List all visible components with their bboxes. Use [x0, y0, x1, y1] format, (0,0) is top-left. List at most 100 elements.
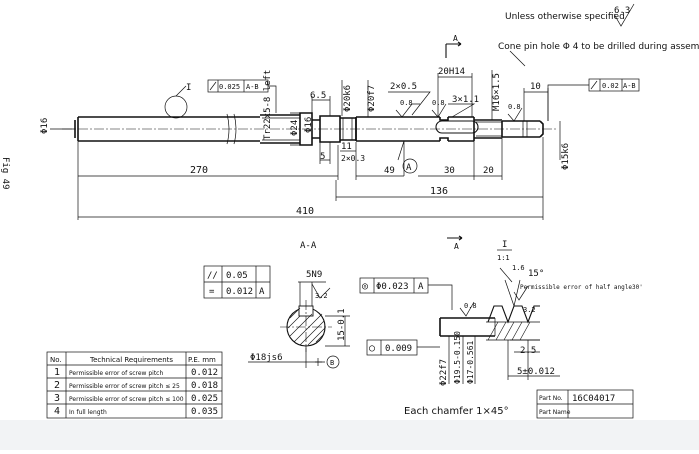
svg-text:5N9: 5N9 [306, 270, 322, 280]
dim-key-width: 20H14 [437, 67, 473, 117]
svg-text:270: 270 [190, 165, 208, 176]
dim-thread: Tr22x5-8 left [263, 70, 273, 140]
roughness-mark-2: 0.8 [431, 99, 447, 118]
svg-text:15-0.1: 15-0.1 [337, 308, 347, 341]
dim-d19-5: Φ19.5-0.150 [453, 331, 462, 384]
detail-i-title: I 1:1 [497, 240, 512, 262]
dim-6-5: 6.5 [310, 91, 331, 116]
datum-a: A [397, 140, 418, 176]
svg-text:1:1: 1:1 [497, 254, 510, 262]
svg-text:2×0.5: 2×0.5 [390, 82, 417, 92]
dim-chamfer: 2×0.5 [388, 82, 431, 116]
svg-text:Φ18js6: Φ18js6 [250, 353, 283, 363]
dim-m16: M16×1.5 [492, 73, 502, 111]
dim-20: 20 [474, 137, 503, 180]
part-no-value: 16C04017 [572, 394, 615, 404]
dim-410: 410 [78, 206, 543, 218]
table-row-no: 3 [54, 393, 60, 404]
svg-text:0.8: 0.8 [508, 103, 521, 111]
datum-b: B [315, 355, 340, 369]
svg-text:○: ○ [369, 343, 375, 354]
pin-note-leader [509, 50, 526, 67]
figure-label: Fig 49 [0, 157, 10, 190]
table-row-req: Permissible error of screw pitch [69, 370, 163, 377]
svg-text:0.012: 0.012 [226, 287, 253, 297]
table-header-no: No. [50, 356, 62, 364]
dim-d20k6: Φ20k6 [343, 85, 353, 112]
section-aa-circle [280, 300, 332, 352]
svg-text:0.02: 0.02 [602, 82, 619, 90]
section-aa-diameter: Φ18js6 [248, 346, 322, 368]
requirements-table: No. Technical Requirements P.E. mm 1 Per… [46, 351, 223, 419]
svg-text:0.8: 0.8 [400, 99, 413, 107]
table-row-req: In full length [69, 409, 107, 416]
svg-text:3.2: 3.2 [315, 292, 328, 300]
shaft-outline [62, 112, 558, 146]
dim-d15k6: Φ15k6 [561, 143, 571, 170]
table-row-req: Permissible error of screw pitch ≤ 25 [69, 383, 180, 390]
svg-text:3.2: 3.2 [523, 306, 536, 314]
svg-text:30: 30 [444, 166, 455, 176]
section-marker-top: A [445, 34, 462, 58]
dim-d20f7: Φ20f7 [367, 85, 377, 112]
dim-d16-left: Φ16 [40, 118, 50, 134]
section-aa-tolerance-frame: // 0.05 = 0.012 A [203, 265, 271, 299]
svg-text:0.05: 0.05 [226, 271, 248, 281]
view-a-marker: A [447, 235, 463, 251]
roughness-symbol-general: 6.3 [613, 3, 635, 27]
runout-frame-left: 0.025 A-B [207, 79, 277, 113]
viewer-bottom-strip [0, 420, 699, 450]
table-row-pe: 0.018 [191, 381, 218, 391]
svg-text:0.8: 0.8 [464, 302, 477, 310]
svg-text:15°: 15° [528, 269, 544, 279]
detail-callout-i: I [164, 83, 191, 119]
svg-text:◎: ◎ [362, 281, 368, 292]
view-a-worm-profile: 0.8 [439, 301, 496, 384]
dim-groove: 3×1.1 [448, 95, 479, 118]
roughness-mark-1: 0.8 [395, 99, 420, 118]
dim-d17: Φ17-0.561 [466, 340, 475, 384]
svg-text:5: 5 [320, 152, 325, 162]
table-row-pe: 0.012 [191, 368, 218, 378]
dim-30: 30 [418, 141, 475, 180]
part-name-label: Part Name [539, 409, 571, 416]
roughness-mark-3: 0.8 [507, 103, 523, 122]
svg-text:5±0.012: 5±0.012 [517, 367, 555, 377]
svg-text:410: 410 [296, 206, 314, 217]
svg-text:1.6: 1.6 [512, 264, 525, 272]
roughness-note: Unless otherwise specified [505, 12, 625, 22]
dim-136: 136 [335, 137, 544, 220]
table-header-req: Technical Requirements [89, 356, 173, 364]
svg-text:A-B: A-B [623, 82, 636, 90]
dim-11: 11 [340, 142, 356, 152]
svg-text:Permissible error of half angl: Permissible error of half angle30' [520, 284, 643, 291]
section-aa-title: A-A [300, 241, 317, 251]
detail-i-pitch-dim: 5±0.012 [507, 340, 560, 380]
svg-text:=: = [209, 287, 215, 297]
table-row-no: 2 [54, 380, 60, 391]
table-row-no: 1 [54, 367, 60, 378]
svg-text:10: 10 [530, 82, 541, 92]
svg-text:3×1.1: 3×1.1 [452, 95, 479, 105]
svg-text:A: A [453, 34, 458, 43]
dim-d24: Φ24 [290, 120, 300, 136]
chamfer-note: Each chamfer 1×45° [404, 406, 509, 417]
pin-hole-note: Cone pin hole Φ 4 to be drilled during a… [498, 42, 699, 52]
svg-text:20: 20 [483, 166, 494, 176]
svg-text:A: A [454, 242, 459, 251]
detail-i-depth-dim: 2.5 [510, 339, 540, 356]
view-a-roundness-frame: ○ 0.009 [366, 339, 440, 356]
svg-text:11: 11 [341, 142, 352, 152]
dim-10: 10 [523, 82, 549, 121]
svg-text:2×0.3: 2×0.3 [341, 154, 365, 163]
svg-text:I: I [502, 240, 507, 250]
svg-text:136: 136 [430, 186, 448, 197]
view-a-concentricity-frame: ◎ Φ0.023 A [359, 277, 453, 310]
svg-text:Φ0.023: Φ0.023 [376, 282, 409, 292]
dim-d16-inner: Φ16 [304, 117, 314, 133]
table-row-req: Permissible error of screw pitch ≤ 100 [69, 396, 184, 403]
svg-text:A: A [259, 287, 265, 297]
dim-270: 270 [77, 141, 339, 220]
svg-text:49: 49 [384, 166, 395, 176]
